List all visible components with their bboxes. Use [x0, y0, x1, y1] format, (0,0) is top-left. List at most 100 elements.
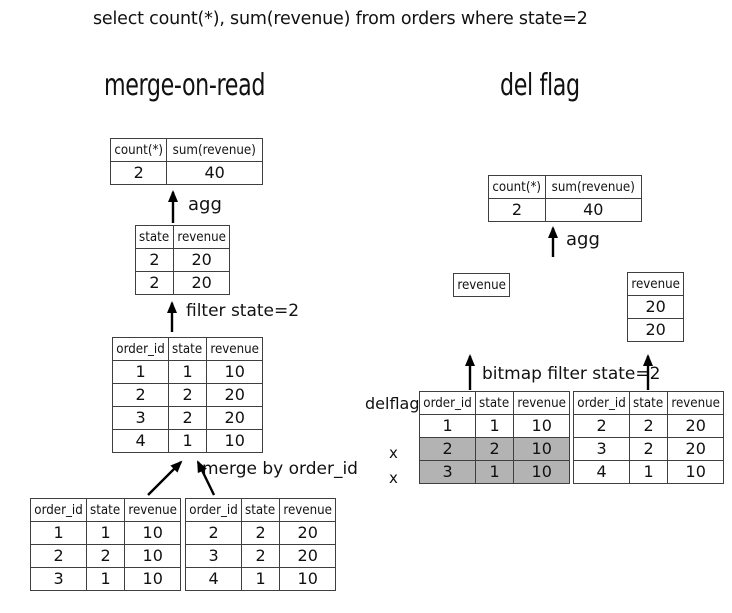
- table-row: 20: [626, 295, 685, 319]
- table-cell: 10: [667, 460, 725, 484]
- merge-arrow-from-base-file: [147, 460, 183, 496]
- table-cell: 4: [572, 460, 631, 484]
- merge-on-read-title: merge-on-read: [104, 68, 266, 103]
- table-header-cell: order_id: [111, 337, 170, 361]
- table-cell: 20: [172, 271, 231, 295]
- table-header-cell: revenue: [626, 272, 685, 296]
- table-cell: 1: [86, 521, 126, 545]
- table-cell: 1: [418, 414, 477, 438]
- table-cell: 1: [241, 567, 281, 591]
- table-header-cell: order_id: [29, 498, 88, 522]
- table-header-text: revenue: [517, 395, 567, 411]
- table-cell: 10: [124, 567, 182, 591]
- table-cell: 2: [29, 544, 88, 568]
- table-cell: 10: [124, 544, 182, 568]
- table-cell: 10: [124, 521, 182, 545]
- table-header-row: state revenue: [135, 225, 231, 249]
- sql-query-text: select count(*), sum(revenue) from order…: [93, 9, 588, 29]
- table-header-text: state: [139, 229, 170, 245]
- table-cell: 2: [135, 248, 174, 272]
- table-header-row: count(*) sum(revenue): [109, 138, 263, 162]
- table-cell: 2: [241, 544, 281, 568]
- table-cell: 10: [513, 414, 571, 438]
- table-header-cell: state: [629, 391, 669, 415]
- table-cell: 2: [572, 414, 631, 438]
- table-header-text: sum(revenue): [551, 179, 635, 195]
- table-header-row: revenue: [452, 273, 511, 297]
- delflag-mark-row3: x: [389, 469, 398, 487]
- table-header-cell: state: [168, 337, 208, 361]
- table-header-text: order_id: [34, 502, 83, 518]
- table-cell: 2: [109, 161, 168, 185]
- table-cell: 10: [513, 460, 571, 484]
- table-cell: 3: [111, 406, 170, 430]
- table-header-text: state: [633, 395, 664, 411]
- table-header-row: revenue: [626, 272, 685, 296]
- right-agg-label: agg: [566, 229, 600, 250]
- table-cell: 2: [629, 414, 669, 438]
- table-header-text: revenue: [210, 341, 260, 357]
- table-cell: 2: [135, 271, 174, 295]
- left-agg-label: agg: [188, 194, 222, 215]
- table-cell: 40: [166, 161, 263, 185]
- table-cell: 3: [572, 437, 631, 461]
- table-cell: 20: [172, 248, 231, 272]
- table-cell: 1: [168, 429, 208, 453]
- table-cell: 2: [168, 406, 208, 430]
- table-header-cell: order_id: [418, 391, 477, 415]
- table-cell: 10: [279, 567, 337, 591]
- table-header-row: count(*) sum(revenue): [488, 175, 642, 199]
- table-cell: 1: [475, 460, 515, 484]
- table-header-cell: count(*): [488, 175, 546, 199]
- table-cell: 20: [206, 406, 264, 430]
- table-header-text: count(*): [492, 179, 542, 195]
- table-cell: 2: [475, 437, 515, 461]
- table-header-text: order_id: [116, 341, 165, 357]
- table-header-cell: count(*): [109, 138, 168, 162]
- table-header-text: sum(revenue): [173, 142, 257, 158]
- merge-label: merge by order_id: [202, 459, 358, 479]
- table-header-cell: order_id: [572, 391, 631, 415]
- table-header-text: state: [90, 502, 121, 518]
- table-cell: 10: [513, 437, 571, 461]
- table-row: 20: [626, 318, 685, 342]
- table-cell: 2: [488, 198, 546, 222]
- table-header-text: order_id: [423, 395, 472, 411]
- table-header-text: revenue: [283, 502, 333, 518]
- table-cell: 4: [184, 567, 243, 591]
- table-header-text: state: [245, 502, 276, 518]
- table-cell: 3: [29, 567, 88, 591]
- table-header-text: revenue: [177, 229, 226, 245]
- table-header-text: revenue: [128, 502, 178, 518]
- filter-label: filter state=2: [186, 301, 300, 321]
- table-cell: 10: [206, 360, 264, 384]
- table-cell: 20: [206, 383, 264, 407]
- table-cell: 2: [111, 383, 170, 407]
- table-cell: 1: [111, 360, 170, 384]
- table-cell: 1: [86, 567, 126, 591]
- table-header-text: order_id: [577, 395, 626, 411]
- table-header-cell: state: [86, 498, 126, 522]
- table-header-cell: revenue: [667, 391, 725, 415]
- table-header-cell: sum(revenue): [166, 138, 263, 162]
